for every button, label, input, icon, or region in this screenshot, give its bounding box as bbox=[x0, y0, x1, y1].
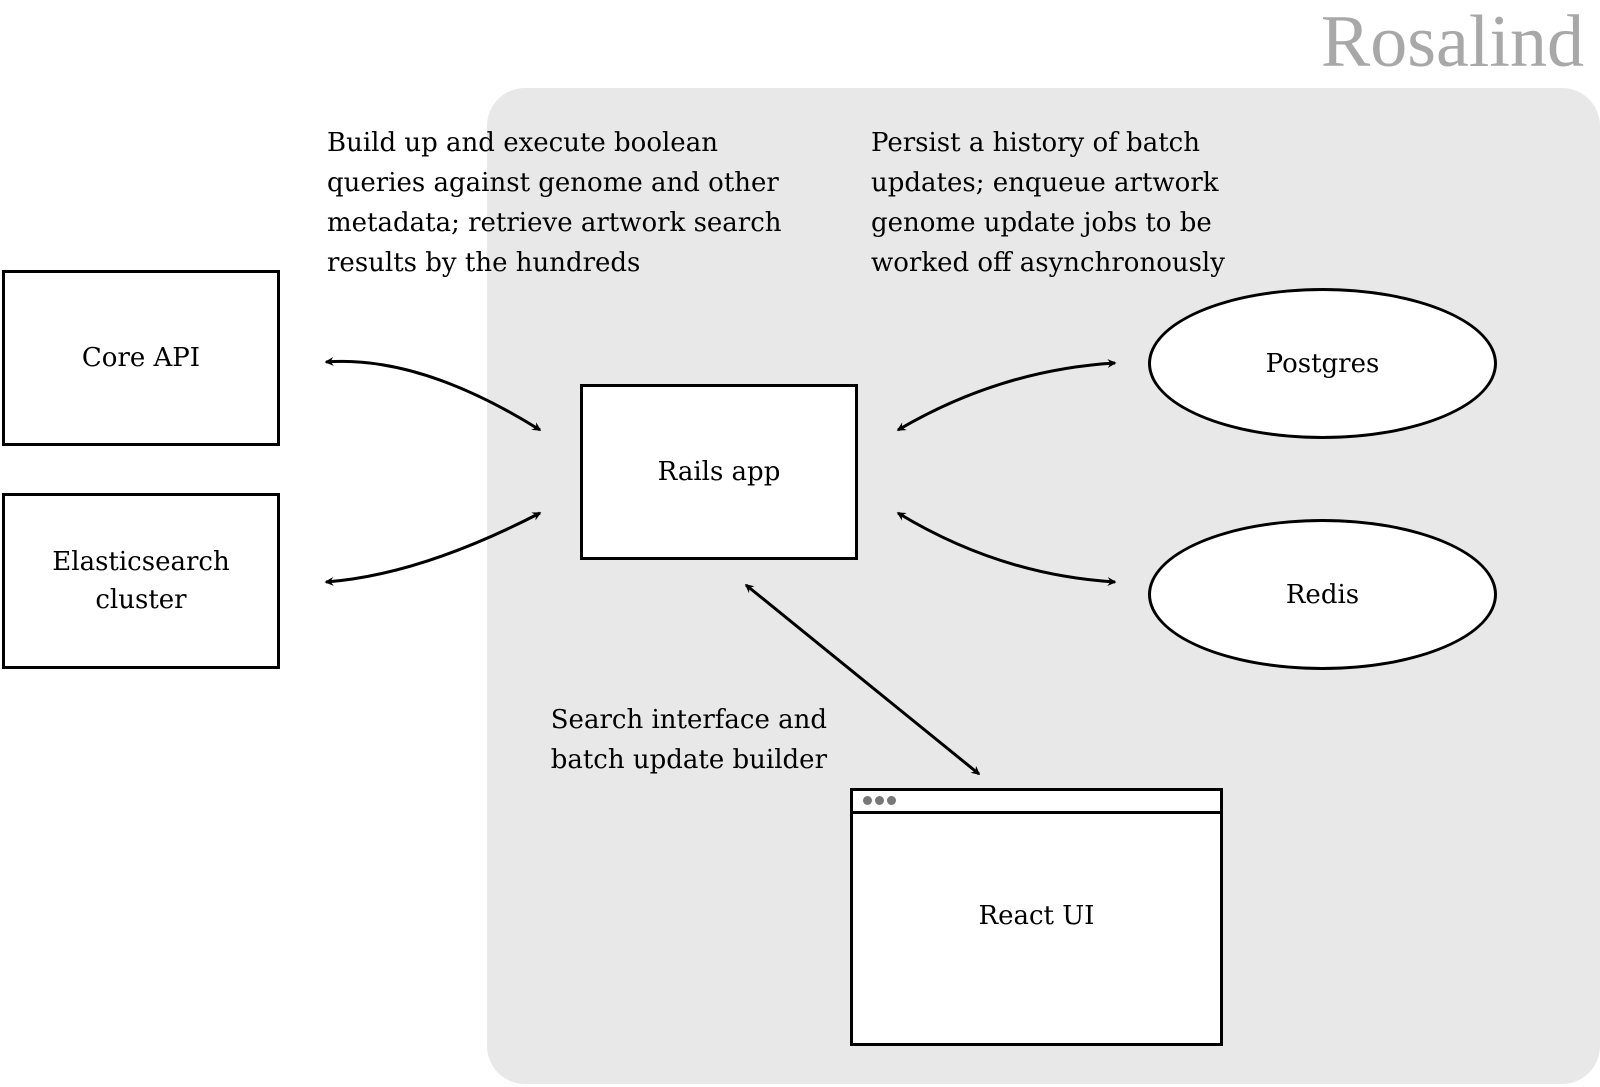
arrow-rails-redis bbox=[896, 511, 1117, 587]
node-postgres: Postgres bbox=[1148, 288, 1497, 439]
node-elasticsearch-label-line1: Elasticsearch bbox=[52, 547, 230, 577]
node-react-ui-label: React UI bbox=[978, 901, 1095, 931]
node-redis-label: Redis bbox=[1285, 579, 1360, 610]
node-postgres-label: Postgres bbox=[1265, 348, 1380, 379]
window-dot-icon bbox=[887, 796, 896, 805]
annotation-persistence: Persist a history of batch updates; enqu… bbox=[871, 128, 1225, 278]
window-dot-icon bbox=[863, 796, 872, 805]
brand-title: Rosalind bbox=[1320, 1, 1584, 83]
node-rails-app: Rails app bbox=[580, 384, 858, 560]
arrow-core-api-rails bbox=[324, 356, 542, 432]
arrow-rails-postgres bbox=[896, 358, 1117, 432]
node-redis: Redis bbox=[1148, 519, 1497, 670]
annotation-search-queries: Build up and execute boolean queries aga… bbox=[327, 128, 782, 278]
node-react-ui: React UI bbox=[850, 788, 1223, 1046]
window-dot-icon bbox=[875, 796, 884, 805]
arrow-rails-react-ui bbox=[744, 583, 981, 776]
annotation-ui: Search interface and batch update builde… bbox=[550, 705, 827, 775]
node-elasticsearch-label-line2: cluster bbox=[95, 585, 187, 615]
node-core-api: Core API bbox=[2, 270, 280, 446]
node-rails-app-label: Rails app bbox=[657, 457, 781, 487]
arrow-elasticsearch-rails bbox=[324, 511, 542, 586]
node-core-api-label: Core API bbox=[81, 343, 201, 373]
browser-titlebar bbox=[853, 791, 1220, 814]
node-elasticsearch: Elasticsearch cluster bbox=[2, 493, 280, 669]
